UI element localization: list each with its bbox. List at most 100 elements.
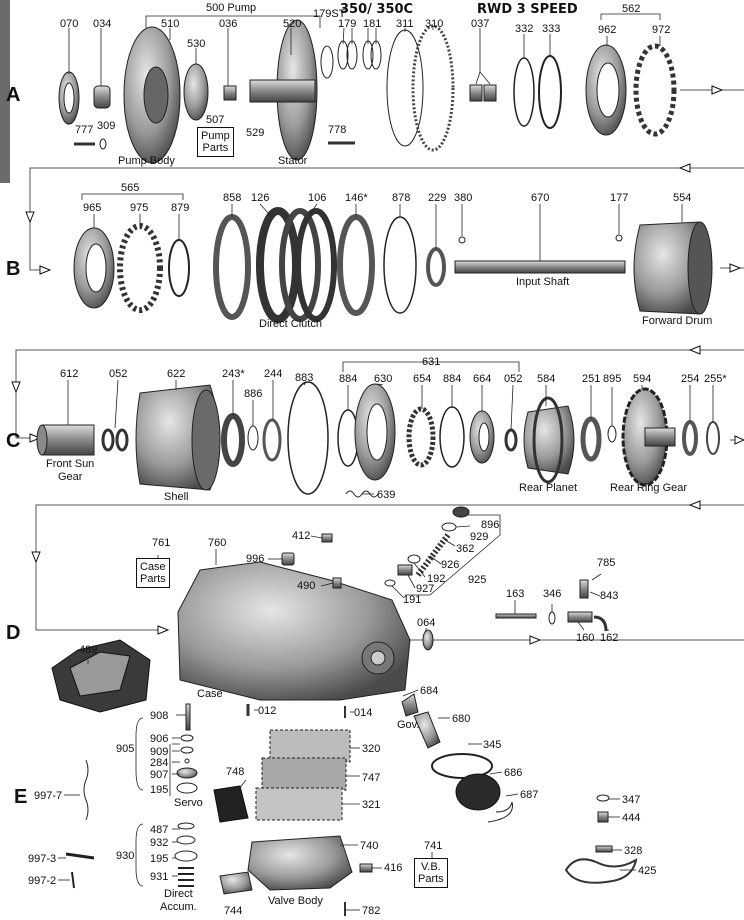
part-530-gear bbox=[183, 63, 209, 121]
part-997-3-spring bbox=[65, 852, 95, 860]
part-label: 884 bbox=[443, 373, 462, 385]
part-878-ring bbox=[383, 216, 417, 314]
part-052-washer bbox=[101, 428, 115, 452]
part-label: 740 bbox=[360, 840, 379, 852]
part-label: 878 bbox=[392, 192, 411, 204]
part-487-ring bbox=[177, 822, 195, 830]
part-label: 251 bbox=[582, 373, 601, 385]
part-label: 594 bbox=[633, 373, 652, 385]
part-label: 163 bbox=[506, 588, 525, 600]
part-997-7-spring bbox=[83, 759, 89, 821]
case-name: Case bbox=[197, 688, 223, 700]
part-909-ring bbox=[180, 746, 194, 754]
part-label: 489 bbox=[79, 644, 98, 656]
case-parts-line1: Case bbox=[140, 561, 166, 573]
part-972-clutch-race bbox=[633, 43, 677, 137]
part-label: 347 bbox=[622, 794, 641, 806]
part-label: 631 bbox=[422, 356, 441, 368]
part-label: 777 bbox=[75, 124, 94, 136]
part-label: 052 bbox=[504, 373, 523, 385]
part-label: 612 bbox=[60, 368, 79, 380]
part-858-plate bbox=[213, 214, 251, 320]
direct-accum-name-2: Accum. bbox=[160, 901, 197, 913]
part-label: 244 bbox=[264, 368, 283, 380]
part-label: 229 bbox=[428, 192, 447, 204]
row-d-parts bbox=[51, 506, 608, 713]
part-label: 412 bbox=[292, 530, 311, 542]
part-346-ring bbox=[548, 611, 556, 625]
part-label: 997-3 bbox=[28, 853, 57, 865]
part-label: 012 bbox=[258, 705, 277, 717]
vb-parts-box[interactable]: V.B. Parts bbox=[414, 858, 448, 888]
part-997-2-clip bbox=[71, 871, 75, 889]
part-932-ring bbox=[176, 835, 196, 845]
part-label: 905 bbox=[116, 743, 135, 755]
part-label: 925 bbox=[468, 574, 487, 586]
valve-body-name: Valve Body bbox=[268, 895, 323, 907]
part-label: 530 bbox=[187, 38, 206, 50]
part-748-plate bbox=[213, 785, 249, 823]
part-label: 748 bbox=[226, 766, 245, 778]
part-label: 310 bbox=[425, 18, 444, 30]
part-416-fitting bbox=[359, 863, 373, 873]
flow-lines bbox=[15, 89, 744, 641]
part-label: 346 bbox=[543, 588, 562, 600]
part-label: 490 bbox=[297, 580, 316, 592]
part-label: 907 bbox=[150, 769, 169, 781]
pump-parts-box[interactable]: Pump Parts bbox=[197, 127, 234, 157]
part-label: 554 bbox=[673, 192, 692, 204]
part-label: 896 bbox=[481, 519, 500, 531]
part-929-ring bbox=[441, 522, 457, 532]
part-label: 630 bbox=[374, 373, 393, 385]
part-label: 680 bbox=[452, 713, 471, 725]
part-label: 036 bbox=[219, 18, 238, 30]
part-case bbox=[177, 561, 411, 701]
part-label: 565 bbox=[121, 182, 140, 194]
part-906-ring bbox=[180, 734, 194, 742]
part-label: 908 bbox=[150, 710, 169, 722]
part-label: 909 bbox=[150, 746, 169, 758]
part-label: 014 bbox=[354, 707, 373, 719]
part-label: 782 bbox=[362, 905, 381, 917]
rear-ring-gear-name: Rear Ring Gear bbox=[610, 482, 688, 494]
part-label: 741 bbox=[424, 840, 443, 852]
part-label: 052 bbox=[109, 368, 128, 380]
part-label: 416 bbox=[384, 862, 403, 874]
part-label: 686 bbox=[504, 767, 523, 779]
part-label: 328 bbox=[624, 845, 643, 857]
part-label: 179ST bbox=[313, 8, 346, 20]
servo-name: Servo bbox=[174, 797, 203, 809]
part-179st-ring bbox=[320, 45, 334, 79]
part-label: 858 bbox=[223, 192, 242, 204]
part-label: 425 bbox=[638, 865, 657, 877]
part-380-ring bbox=[458, 236, 466, 244]
part-label: 254 bbox=[681, 373, 700, 385]
part-label: 843 bbox=[600, 590, 619, 602]
direct-accum-name-1: Direct bbox=[164, 888, 193, 900]
part-front-sun-gear bbox=[41, 424, 95, 456]
shell-name: Shell bbox=[164, 491, 189, 503]
model-title: 350/ 350C bbox=[340, 2, 414, 17]
case-parts-box[interactable]: Case Parts bbox=[136, 558, 170, 588]
part-744-part bbox=[219, 871, 253, 895]
part-926-spring bbox=[415, 533, 451, 577]
vb-parts-line1: V.B. bbox=[420, 861, 441, 873]
part-243-washer bbox=[221, 413, 245, 467]
part-244-ring bbox=[262, 418, 282, 462]
part-195b-ring bbox=[174, 850, 198, 862]
part-label: 520 bbox=[283, 18, 302, 30]
part-label: 670 bbox=[531, 192, 550, 204]
part-label: 529 bbox=[246, 127, 265, 139]
row-e-parts bbox=[65, 693, 638, 916]
part-328-part bbox=[595, 845, 613, 853]
forward-drum-name: Forward Drum bbox=[642, 315, 713, 327]
part-747-plate bbox=[261, 757, 347, 791]
part-284-ring bbox=[184, 758, 190, 764]
part-label: 639 bbox=[377, 489, 396, 501]
part-input-shaft bbox=[454, 260, 626, 274]
part-160-connector bbox=[567, 611, 593, 623]
part-label: 332 bbox=[515, 23, 534, 35]
row-c-parts bbox=[36, 381, 720, 498]
part-label: 510 bbox=[161, 18, 180, 30]
part-label: 929 bbox=[470, 531, 489, 543]
